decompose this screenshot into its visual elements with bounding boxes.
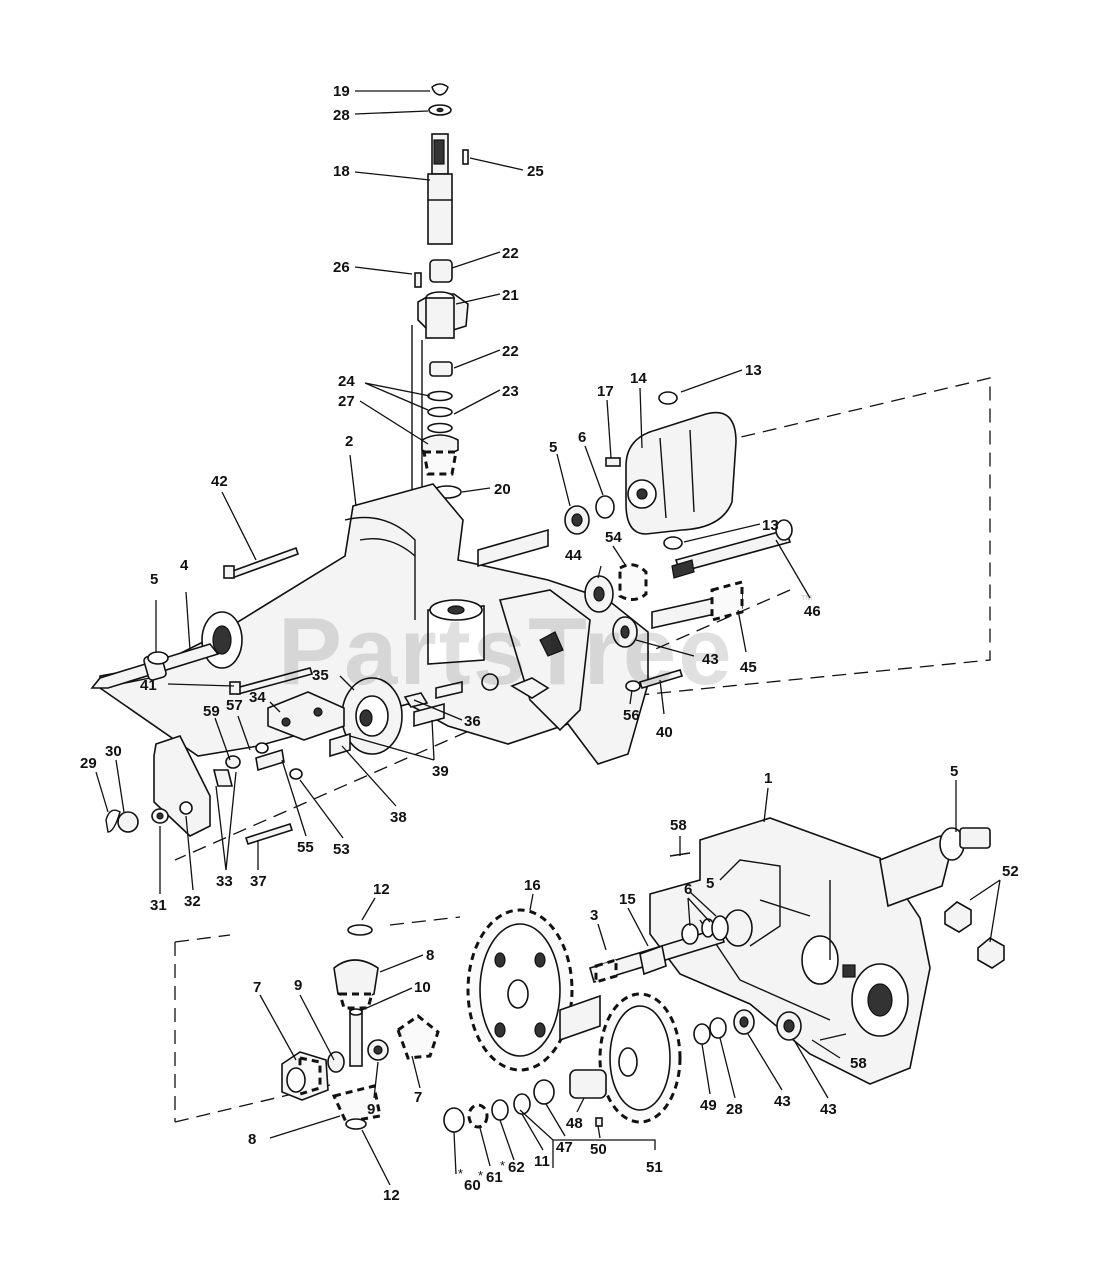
- callout-15: 15: [619, 891, 636, 908]
- callout-35: 35: [312, 667, 329, 684]
- callout-43-lower-left: 43: [774, 1093, 791, 1110]
- callout-51: 51: [646, 1159, 663, 1176]
- callout-38: 38: [390, 809, 407, 826]
- callout-2: 2: [345, 433, 353, 450]
- callout-labels: 19 28 18 25 26 22 21 22 24 23 27 2 20 17…: [80, 83, 1019, 1204]
- asterisk-61: *: [478, 1168, 483, 1183]
- callout-7-left: 7: [253, 979, 261, 996]
- lower-housing: [649, 817, 1005, 1085]
- callout-6-upper: 6: [578, 429, 586, 446]
- callout-7-right: 7: [414, 1089, 422, 1106]
- callout-16: 16: [524, 877, 541, 894]
- leader-lines: [95, 90, 1001, 1186]
- callout-53: 53: [333, 841, 350, 858]
- callout-1: 1: [764, 770, 772, 787]
- cover-plate: [605, 411, 737, 535]
- svg-text:™: ™: [800, 592, 813, 607]
- callout-8-upper: 8: [426, 947, 434, 964]
- callout-62: 62: [508, 1159, 525, 1176]
- callout-9-right: 9: [367, 1101, 375, 1118]
- callout-58-lower: 58: [850, 1055, 867, 1072]
- callout-25: 25: [527, 163, 544, 180]
- callout-13-lower: 13: [762, 517, 779, 534]
- callout-28-lower: 28: [726, 1101, 743, 1118]
- callout-60: 60: [464, 1177, 481, 1194]
- callout-8-lower: 8: [248, 1131, 256, 1148]
- callout-33: 33: [216, 873, 233, 890]
- callout-26: 26: [333, 259, 350, 276]
- brake-assembly: [105, 673, 550, 837]
- callout-24: 24: [338, 373, 355, 390]
- callout-43-upper: 43: [702, 651, 719, 668]
- callout-42: 42: [211, 473, 228, 490]
- callout-22-upper: 22: [502, 245, 519, 262]
- callout-3: 3: [590, 907, 598, 924]
- callout-17: 17: [597, 383, 614, 400]
- callout-21: 21: [502, 287, 519, 304]
- callout-31: 31: [150, 897, 167, 914]
- callout-19: 19: [333, 83, 350, 100]
- differential-gears: [281, 924, 440, 1130]
- callout-14: 14: [630, 370, 647, 387]
- callout-32: 32: [184, 893, 201, 910]
- callout-57: 57: [226, 697, 243, 714]
- upper-shafts: [477, 391, 793, 648]
- callout-50: 50: [590, 1141, 607, 1158]
- callout-18: 18: [333, 163, 350, 180]
- callout-56: 56: [623, 707, 640, 724]
- callout-27: 27: [338, 393, 355, 410]
- callout-40: 40: [656, 724, 673, 741]
- callout-13-upper: 13: [745, 362, 762, 379]
- bolts: [223, 546, 684, 846]
- callout-52: 52: [1002, 863, 1019, 880]
- svg-text:PartsTree: PartsTree: [278, 598, 734, 705]
- callout-11: 11: [534, 1153, 550, 1170]
- callout-28-top: 28: [333, 107, 350, 124]
- left-axle: [90, 643, 220, 689]
- callout-54: 54: [605, 529, 622, 546]
- callout-46: 46: [804, 603, 821, 620]
- callout-48: 48: [566, 1115, 583, 1132]
- callout-43-lower-right: 43: [820, 1101, 837, 1118]
- callout-4: 4: [180, 557, 189, 574]
- callout-41: 41: [140, 677, 157, 694]
- partstree-watermark: PartsTree ™: [278, 592, 813, 705]
- lower-gear-train: [443, 908, 802, 1133]
- callout-49: 49: [700, 1097, 717, 1114]
- callout-36: 36: [464, 713, 481, 730]
- asterisk-62: *: [500, 1158, 505, 1173]
- callout-37: 37: [250, 873, 267, 890]
- callout-5-right: 5: [950, 763, 958, 780]
- callout-29: 29: [80, 755, 97, 772]
- callout-30: 30: [105, 743, 122, 760]
- callout-34: 34: [249, 689, 266, 706]
- callout-5-upper: 5: [549, 439, 557, 456]
- callout-12-upper: 12: [373, 881, 390, 898]
- callout-47: 47: [556, 1139, 573, 1156]
- callout-59: 59: [203, 703, 220, 720]
- pinion-shaft-stack: [411, 83, 469, 620]
- callout-12-lower: 12: [383, 1187, 400, 1204]
- callout-5-left: 5: [150, 571, 158, 588]
- callout-22-lower: 22: [502, 343, 519, 360]
- callout-10: 10: [414, 979, 431, 996]
- callout-20: 20: [494, 481, 511, 498]
- callout-55: 55: [297, 839, 314, 856]
- callout-58-upper: 58: [670, 817, 687, 834]
- callout-39: 39: [432, 763, 449, 780]
- callout-45: 45: [740, 659, 757, 676]
- callout-44: 44: [565, 547, 582, 564]
- callout-61: 61: [486, 1169, 503, 1186]
- callout-23: 23: [502, 383, 519, 400]
- asterisk-60: *: [458, 1166, 463, 1181]
- callout-9-left: 9: [294, 977, 302, 994]
- callout-6-lower: 6: [684, 881, 692, 898]
- callout-5-lower: 5: [706, 875, 714, 892]
